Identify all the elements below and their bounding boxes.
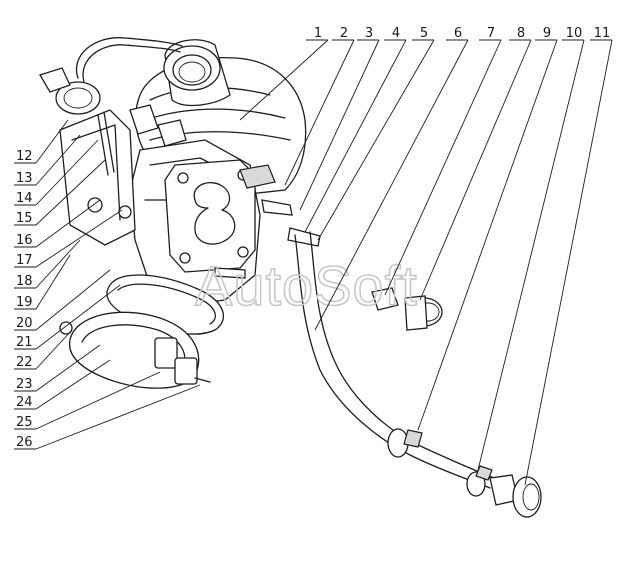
leader-line-25 <box>35 371 161 430</box>
leader-line-22 <box>35 329 73 370</box>
leader-line-14 <box>35 139 99 206</box>
callout-label-4: 4 <box>392 26 400 41</box>
callout-label-6: 6 <box>454 26 462 41</box>
callout-label-26: 26 <box>16 435 33 450</box>
watermark-text: AutoSoft <box>195 254 418 317</box>
callout-label-25: 25 <box>16 415 33 430</box>
leader-line-11 <box>524 39 613 486</box>
callout-label-19: 19 <box>16 295 33 310</box>
leader-line-8 <box>419 39 532 301</box>
callout-label-24: 24 <box>16 395 33 410</box>
leader-line-19 <box>35 254 71 310</box>
callout-label-12: 12 <box>16 149 33 164</box>
callout-label-8: 8 <box>517 26 525 41</box>
leader-line-2 <box>284 39 355 186</box>
leader-line-13 <box>35 134 81 186</box>
callout-label-14: 14 <box>16 191 33 206</box>
leader-line-15 <box>35 159 106 226</box>
callout-label-1: 1 <box>314 26 322 41</box>
leader-line-20 <box>35 269 111 331</box>
callout-label-2: 2 <box>340 26 348 41</box>
callout-label-17: 17 <box>16 253 33 268</box>
leader-line-5 <box>317 39 435 241</box>
leader-line-9 <box>417 39 558 431</box>
turbocharger-drawing <box>39 37 542 518</box>
leader-line-21 <box>35 284 121 350</box>
leader-line-24 <box>35 359 111 410</box>
leader-line-18 <box>35 239 81 289</box>
callout-label-23: 23 <box>16 377 33 392</box>
callout-label-7: 7 <box>487 26 495 41</box>
callout-label-18: 18 <box>16 274 33 289</box>
leader-line-1 <box>239 39 329 121</box>
leader-line-12 <box>35 119 69 164</box>
callout-label-22: 22 <box>16 355 33 370</box>
leader-line-23 <box>35 344 101 392</box>
leader-line-6 <box>314 39 469 331</box>
leader-line-3 <box>299 39 380 211</box>
callout-label-15: 15 <box>16 211 33 226</box>
callout-label-16: 16 <box>16 233 33 248</box>
callout-label-5: 5 <box>420 26 428 41</box>
leader-line-4 <box>304 39 407 233</box>
callout-label-21: 21 <box>16 335 33 350</box>
callouts-left: 12 13 14 15 16 17 18 19 20 21 22 23 24 25 26 <box>16 149 33 450</box>
callout-label-13: 13 <box>16 171 33 186</box>
callout-label-9: 9 <box>543 26 551 41</box>
leader-lines <box>14 39 613 486</box>
leader-line-10 <box>477 39 585 471</box>
leader-line-7 <box>384 39 502 296</box>
leader-line-17 <box>35 209 123 268</box>
callout-label-20: 20 <box>16 316 33 331</box>
callouts-top: 1 2 3 4 5 6 7 8 9 10 11 <box>314 26 610 41</box>
callout-label-10: 10 <box>566 26 583 41</box>
callout-label-3: 3 <box>365 26 373 41</box>
leader-line-26 <box>35 384 201 450</box>
leader-line-16 <box>35 199 101 248</box>
callout-label-11: 11 <box>594 26 611 41</box>
